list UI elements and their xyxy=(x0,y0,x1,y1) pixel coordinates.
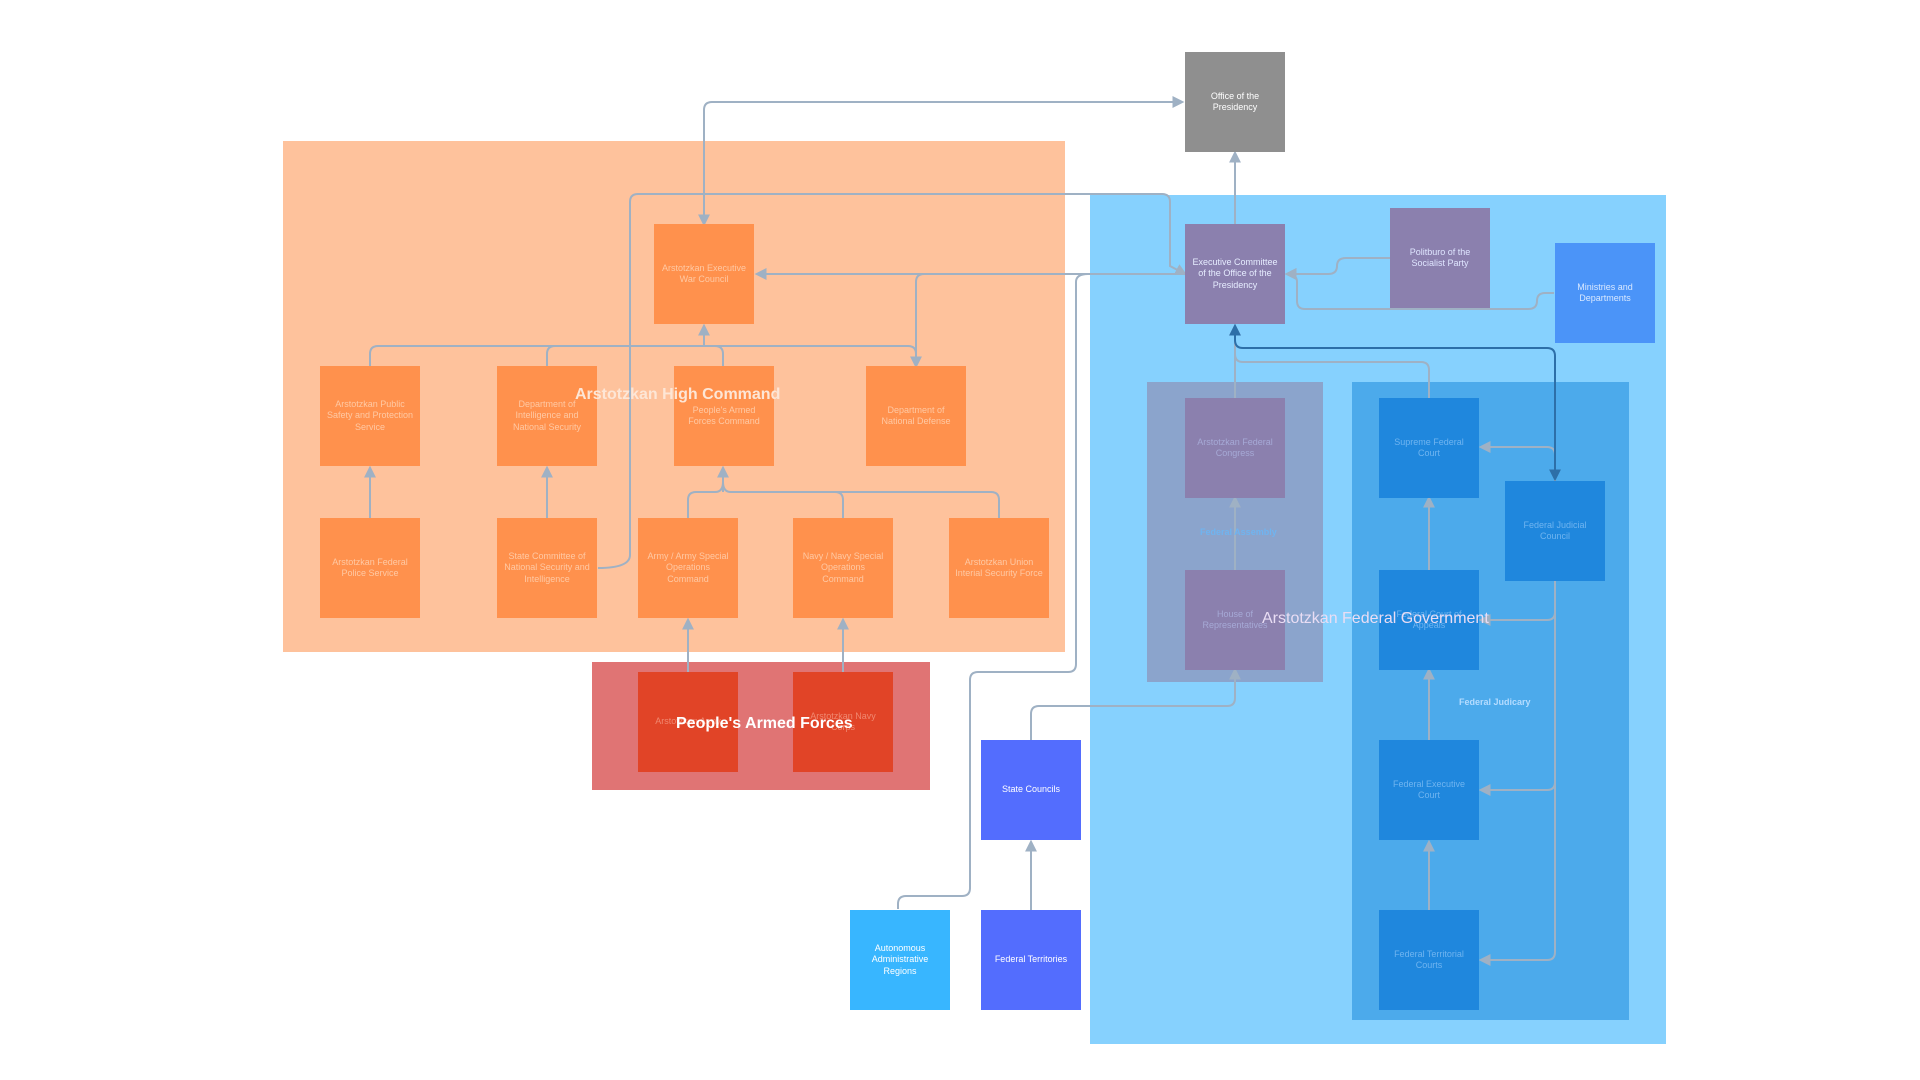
wire-ministries-exec xyxy=(1284,268,1554,310)
node-army-command[interactable]: Army / Army Special Operations Command xyxy=(638,518,738,618)
node-federal-police[interactable]: Arstotzkan Federal Police Service xyxy=(320,518,420,618)
node-army[interactable]: Arstotzkan Army xyxy=(638,672,738,772)
node-executive-court[interactable]: Federal Executive Court xyxy=(1379,740,1479,840)
node-navy[interactable]: Arstotzkan Navy Corps xyxy=(793,672,893,772)
wire-navy-afc xyxy=(722,481,844,518)
node-war-council[interactable]: Arstotzkan Executive War Council xyxy=(654,224,754,324)
wire-council-appeals xyxy=(1478,581,1556,626)
node-appeals-court[interactable]: Federal Court of Appeals xyxy=(1379,570,1479,670)
wire-politburo-exec xyxy=(1284,257,1391,280)
wire-exec-judicialcouncil xyxy=(1229,323,1561,482)
wire-warcouncil-presidency xyxy=(698,96,1185,227)
federal-assembly-title: Federal Assembly xyxy=(1200,527,1277,537)
wire-interior-afc xyxy=(835,491,1000,518)
wire-hub-defense xyxy=(704,345,917,355)
node-exec-committee[interactable]: Executive Committee of the Office of the… xyxy=(1185,224,1285,324)
node-politburo[interactable]: Politburo of the Socialist Party xyxy=(1390,208,1490,308)
node-house-reps[interactable]: House of Representatives xyxy=(1185,570,1285,670)
federal-government-title: Arstotzkan Federal Government xyxy=(1262,610,1489,627)
node-judicial-council[interactable]: Federal Judicial Council xyxy=(1505,481,1605,581)
node-state-committee[interactable]: State Committee of National Security and… xyxy=(497,518,597,618)
node-dept-defense[interactable]: Department of National Defense xyxy=(866,366,966,466)
node-supreme-court[interactable]: Supreme Federal Court xyxy=(1379,398,1479,498)
node-ministries[interactable]: Ministries and Departments xyxy=(1555,243,1655,343)
wire-statecommittee-exec xyxy=(597,193,1188,569)
wire-council-territorial xyxy=(1478,782,1556,966)
wire-hub-intel xyxy=(546,345,556,366)
node-presidency[interactable]: Office of the Presidency xyxy=(1185,52,1285,152)
node-navy-command[interactable]: Navy / Navy Special Operations Command xyxy=(793,518,893,618)
wire-hub-armedforces xyxy=(714,345,724,366)
node-territorial-courts[interactable]: Federal Territorial Courts xyxy=(1379,910,1479,1010)
wire-exec-defense xyxy=(910,273,1088,369)
node-state-councils[interactable]: State Councils xyxy=(981,740,1081,840)
node-federal-congress[interactable]: Arstotzkan Federal Congress xyxy=(1185,398,1285,498)
wire-council-supreme xyxy=(1478,441,1556,481)
wire-autonomous-exec xyxy=(897,273,1089,909)
node-federal-territories[interactable]: Federal Territories xyxy=(981,910,1081,1010)
federal-judiciary-title: Federal Judicary xyxy=(1459,697,1531,707)
node-interior-force[interactable]: Arstotzkan Union Interial Security Force xyxy=(949,518,1049,618)
node-armed-forces-command[interactable]: People's Armed Forces Command xyxy=(674,366,774,466)
wire-statecouncils-house xyxy=(1030,667,1241,740)
node-public-safety[interactable]: Arstotzkan Public Safety and Protection … xyxy=(320,366,420,466)
wire-army-afc xyxy=(687,481,724,518)
node-autonomous-regions[interactable]: Autonomous Administrative Regions xyxy=(850,910,950,1010)
wire-supreme-exec xyxy=(1234,353,1430,398)
armed-forces-title: People's Armed Forces xyxy=(676,715,853,732)
high-command-title: Arstotzkan High Command xyxy=(575,386,781,403)
wire-hub-publicsafety xyxy=(369,345,704,366)
node-dept-intelligence[interactable]: Department of Intelligence and National … xyxy=(497,366,597,466)
